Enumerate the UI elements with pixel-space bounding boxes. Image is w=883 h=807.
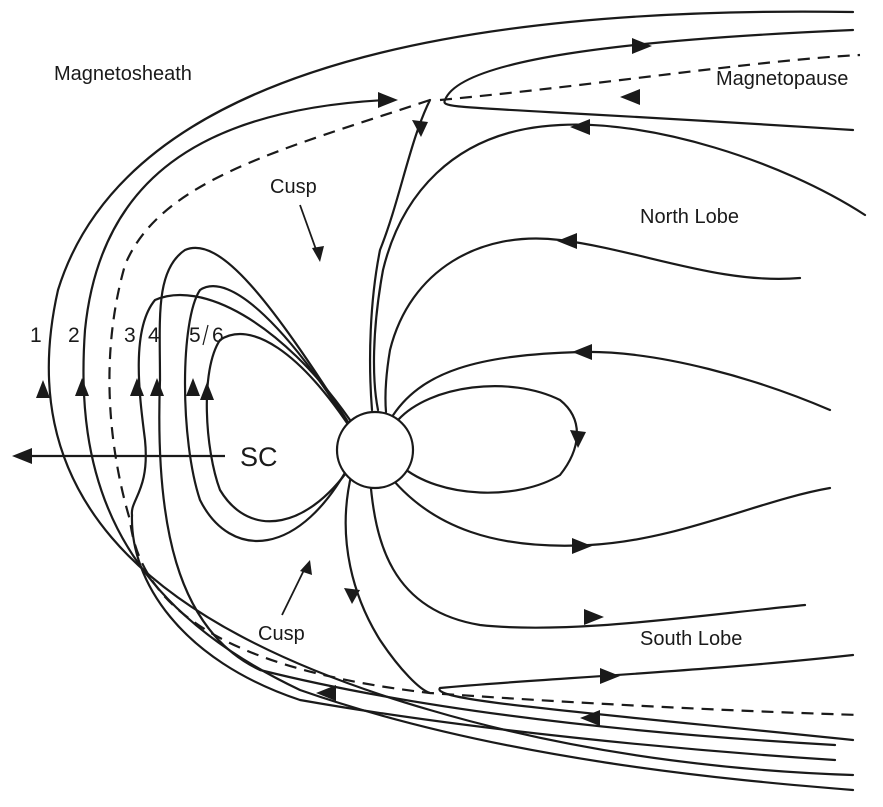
line-number-1: 1 (30, 324, 42, 347)
field-line-1 (47, 10, 855, 777)
magnetopause-boundary (108, 98, 861, 717)
planet-earth (335, 410, 415, 490)
cusp-bottom-arrowhead (300, 560, 312, 575)
arrowhead-line-3 (130, 378, 144, 396)
arrowhead-line-5 (186, 378, 200, 396)
north-open-line-b (368, 98, 432, 412)
arrowhead-magnetosheath-south (316, 685, 336, 701)
trajectory-arrowhead (12, 448, 32, 464)
label-south-lobe: South Lobe (640, 628, 742, 650)
label-north-lobe: North Lobe (640, 206, 739, 228)
arrowhead-line-1 (36, 380, 50, 398)
arrowhead-north-open-a (632, 38, 652, 54)
north-lobe-line-3 (388, 350, 832, 422)
arrowhead-south-open-a (600, 668, 620, 684)
arrowhead-north-open-b (620, 89, 640, 105)
south-lobe-line-1 (383, 468, 832, 547)
label-magnetosheath: Magnetosheath (54, 63, 192, 85)
south-open-line-a (344, 470, 432, 695)
field-line-outer-3 (130, 513, 837, 762)
arrowhead-north-lobe-3 (572, 344, 592, 360)
south-open-line-b (438, 653, 855, 742)
arrowhead-north-reconnect (412, 120, 428, 137)
north-lobe-line-2 (384, 237, 802, 414)
line-number-divider (202, 324, 209, 346)
arrowhead-line-4 (150, 378, 164, 396)
south-lobe-line-2 (368, 476, 807, 629)
arrowhead-magnetosheath-north (378, 92, 398, 108)
arrowhead-south-open-b (580, 710, 600, 726)
line-number-4: 4 (148, 324, 160, 347)
nightside-loop (396, 385, 578, 494)
field-line-4 (158, 246, 352, 427)
field-line-outer-4 (158, 378, 837, 747)
cusp-bottom-pointer (281, 567, 306, 616)
arrowhead-south-open (344, 588, 360, 604)
field-line-2 (82, 98, 855, 792)
arrowhead-north-lobe-1 (570, 119, 590, 135)
label-magnetopause: Magnetopause (716, 68, 848, 90)
line-number-3: 3 (124, 324, 136, 347)
field-line-5 (183, 285, 354, 543)
arrowhead-south-lobe-1 (572, 538, 592, 554)
line-number-6: 6 (212, 324, 224, 347)
label-spacecraft: SC (240, 442, 278, 472)
north-lobe-line-1 (372, 123, 867, 412)
arrowhead-line-6 (200, 382, 214, 400)
field-line-6 (205, 332, 357, 523)
arrowhead-south-lobe-2 (584, 609, 604, 625)
magnetopause-north-tail (439, 53, 861, 102)
arrowhead-north-lobe-2 (557, 233, 577, 249)
cusp-top-arrowhead (312, 246, 324, 262)
label-cusp-bottom: Cusp (258, 623, 305, 645)
cusp-top-pointer (299, 204, 319, 256)
north-open-line-a (443, 28, 855, 132)
label-cusp-top: Cusp (270, 176, 317, 198)
arrowhead-line-2 (75, 378, 89, 396)
arrowhead-nightside-loop (570, 430, 586, 448)
line-number-5: 5 (189, 324, 201, 347)
field-line-3 (130, 293, 352, 517)
line-number-2: 2 (68, 324, 80, 347)
